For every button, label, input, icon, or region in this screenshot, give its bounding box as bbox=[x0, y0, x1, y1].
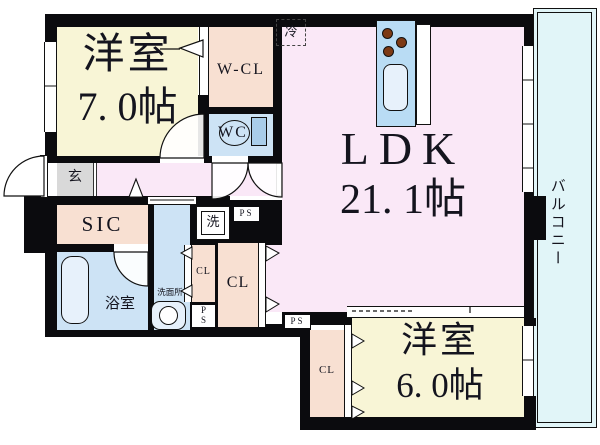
wall-bath-divider bbox=[148, 196, 154, 337]
room-ldk-strip bbox=[266, 245, 282, 312]
wall-left-lower bbox=[45, 253, 57, 337]
door-swing-bedroom7 bbox=[159, 113, 205, 159]
closet-small-label: CL bbox=[196, 266, 211, 277]
wall-right-low-a bbox=[521, 318, 536, 326]
stove-burner-2 bbox=[396, 37, 407, 48]
folding-door-closet-small bbox=[184, 245, 192, 302]
door-swing-wc bbox=[211, 162, 249, 200]
room-closet-bedroom6 bbox=[310, 330, 344, 417]
wall-left-jog bbox=[24, 196, 57, 253]
door-swing-ldk bbox=[247, 162, 283, 198]
wcl-label: W-CL bbox=[217, 61, 265, 78]
closet-bedroom6-marker-1 bbox=[351, 333, 365, 349]
wall-bedroom6-left bbox=[300, 318, 310, 425]
genkan-label: 玄 bbox=[68, 170, 82, 185]
wall-left-upper bbox=[45, 14, 57, 44]
kitchen-counter-edge bbox=[416, 24, 431, 125]
bedroom7-name: 洋室 bbox=[82, 32, 173, 78]
washbasin-bowl bbox=[159, 306, 178, 325]
closet-bedroom6-marker-2 bbox=[351, 380, 365, 396]
closet-bedroom6-label: CL bbox=[318, 364, 336, 376]
ps-bottom-box bbox=[285, 315, 310, 328]
ps-top-box bbox=[234, 207, 259, 221]
wall-left-mid bbox=[45, 131, 57, 157]
ldk-size: 21. 1帖 bbox=[339, 177, 466, 223]
toilet-tank bbox=[251, 117, 267, 146]
washer-box-inner bbox=[201, 211, 225, 235]
fridge-label: 冷 bbox=[284, 24, 298, 39]
room-wcl bbox=[209, 27, 273, 107]
closet-large-marker-1 bbox=[265, 245, 281, 262]
bath-label: 浴室 bbox=[104, 296, 135, 312]
balcony-label: バルコニー bbox=[548, 177, 565, 268]
genkan-step-line bbox=[93, 163, 97, 196]
wall-sic-bottom bbox=[52, 244, 114, 252]
door-gap-bedroom7 bbox=[160, 156, 204, 163]
closet-large-marker-2 bbox=[265, 296, 281, 313]
wall-right-bump bbox=[533, 196, 546, 240]
room-sic bbox=[57, 205, 148, 244]
fridge-box bbox=[276, 19, 306, 46]
stove-burner-3 bbox=[383, 46, 394, 57]
wcl-door-marker bbox=[178, 39, 204, 58]
folding-door-closet-large bbox=[258, 243, 266, 327]
ldk-name: LDK bbox=[340, 123, 466, 174]
room-bedroom6 bbox=[352, 318, 524, 417]
wall-wcl-wc-divider bbox=[209, 107, 273, 114]
stove-burner-1 bbox=[382, 28, 393, 39]
room-closet-hall-large bbox=[218, 243, 258, 327]
ps-top-label: PS bbox=[239, 208, 254, 218]
wall-bedroom7-bottom bbox=[45, 156, 160, 163]
ps-mid-label-p: P bbox=[200, 305, 206, 315]
closet-small-marker-1 bbox=[179, 246, 193, 260]
wall-right-low-b bbox=[521, 396, 536, 425]
wall-hall-bottom-left bbox=[45, 196, 148, 205]
washer-label: 洗 bbox=[206, 214, 220, 229]
closet-large-label: CL bbox=[226, 274, 250, 291]
folding-door-wcl bbox=[199, 27, 209, 95]
kitchen-sink bbox=[383, 64, 408, 111]
wall-right-pillar-mid bbox=[521, 192, 533, 318]
bathtub bbox=[61, 256, 89, 324]
washroom-label: 洗面所 bbox=[157, 287, 183, 297]
ps-bottom-label: PS bbox=[290, 316, 305, 326]
wc-label: WC bbox=[218, 124, 248, 141]
bedroom6-name: 洋室 bbox=[400, 320, 479, 360]
window-ldk-balcony bbox=[522, 46, 534, 192]
bedroom7-size: 7. 0帖 bbox=[77, 84, 178, 129]
door-gap-wc bbox=[212, 156, 248, 163]
door-swing-bath bbox=[113, 251, 149, 287]
room-ldk-patch bbox=[282, 306, 347, 312]
closet-bedroom6-marker-3 bbox=[351, 405, 366, 420]
ps-mid-box bbox=[192, 305, 215, 327]
bedroom6-size: 6. 0帖 bbox=[396, 366, 484, 405]
wall-wcl-right bbox=[273, 14, 282, 163]
sic-label: SIC bbox=[81, 212, 124, 236]
hall-step-marker bbox=[128, 177, 144, 198]
room-closet-hall-small bbox=[192, 245, 215, 302]
room-genkan bbox=[57, 163, 93, 196]
wall-sic-bottom-corner bbox=[146, 244, 154, 252]
door-gap-bath bbox=[114, 244, 148, 252]
closet-small-marker-2 bbox=[179, 284, 193, 298]
sliding-door-bedroom6 bbox=[347, 306, 524, 318]
window-bedroom6-balcony bbox=[522, 326, 534, 396]
toilet-bowl bbox=[219, 120, 250, 146]
wall-bottom-right bbox=[300, 417, 536, 430]
ps-mid-label-s: S bbox=[200, 315, 206, 325]
window-bedroom7-left bbox=[44, 42, 57, 132]
door-swing-entrance bbox=[3, 155, 45, 197]
folding-door-closet-bedroom6 bbox=[344, 325, 352, 417]
